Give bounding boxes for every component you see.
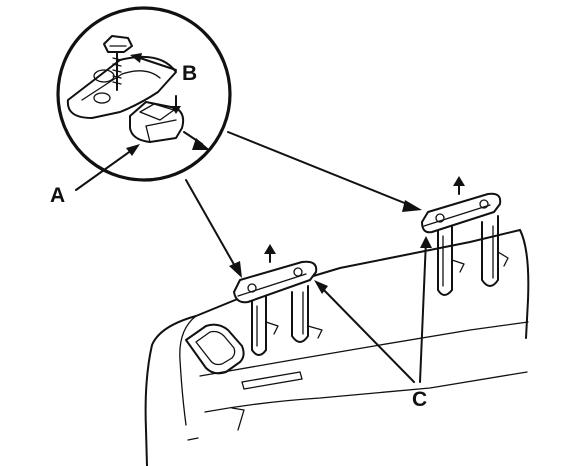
callout-c-label: C xyxy=(412,388,427,411)
detail-magnifier xyxy=(56,6,232,182)
seat-pocket xyxy=(185,323,245,375)
guide-right xyxy=(421,176,509,296)
callout-leaders xyxy=(75,53,432,383)
callout-a-label: A xyxy=(50,184,65,207)
callout-b-label: B xyxy=(182,62,197,85)
guide-left xyxy=(233,244,323,356)
seat-back xyxy=(144,229,530,466)
leader-arrows xyxy=(185,131,422,278)
